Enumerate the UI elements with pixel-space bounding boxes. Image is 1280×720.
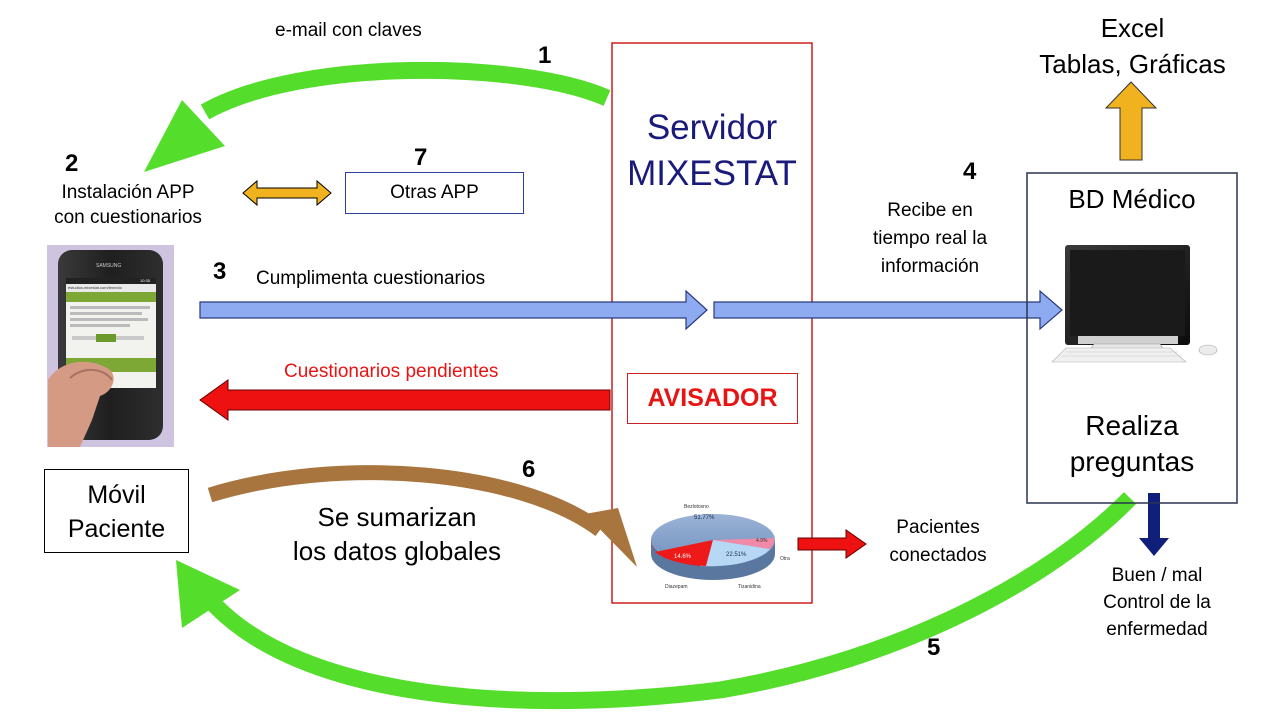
- step-4: 4: [963, 158, 977, 185]
- fill-questionnaire-arrow: [199, 289, 708, 331]
- pie-label-bezlotoxno: Bezlotoxno: [684, 504, 709, 510]
- summary-label: Se sumarizan los datos globales: [262, 500, 532, 568]
- other-apps-double-arrow: [242, 179, 332, 207]
- other-apps-label: Otras APP: [390, 182, 479, 203]
- summary-label-line2: los datos globales: [292, 536, 502, 566]
- receive-label-line1: Recibe en: [887, 200, 973, 221]
- summary-arrow-head: [585, 508, 637, 567]
- server-box: [611, 42, 813, 604]
- server-title: Servidor MIXESTAT: [612, 105, 812, 197]
- email-arrow-head: [144, 100, 225, 172]
- excel-label: Excel Tablas, Gráficas: [1020, 10, 1245, 82]
- summary-label-line1: Se sumarizan: [317, 502, 477, 532]
- questions-arrow-head: [176, 560, 240, 628]
- step-3: 3: [213, 258, 227, 285]
- excel-label-line2: Tablas, Gráficas: [1039, 49, 1226, 79]
- pie-value-diazepam: 14.6%: [674, 554, 692, 560]
- export-excel-arrow: [1104, 81, 1158, 161]
- pie-value-bezlotoxno: 51.77%: [694, 515, 715, 521]
- mobile-patient-box: [44, 469, 189, 553]
- install-label-line2: con cuestionarios: [54, 207, 202, 228]
- install-label: Instalación APP con cuestionarios: [18, 180, 238, 230]
- mobile-patient-line1: Móvil: [87, 481, 146, 509]
- send-to-doctor-arrow: [713, 289, 1063, 331]
- disease-control-line2: Control de la: [1103, 592, 1211, 613]
- pie-label-tizanidina: Tizanidina: [738, 584, 761, 590]
- connected-patients-line1: Pacientes: [896, 517, 980, 538]
- doctor-db-box: [1026, 172, 1238, 504]
- phone-url: estudios.mixestat.com/tenecto: [68, 285, 122, 290]
- connected-patients-arrow: [797, 529, 867, 559]
- pie-label-otra: Otra: [780, 556, 790, 562]
- summary-arrow: [207, 465, 605, 537]
- pie-chart: [650, 514, 775, 580]
- other-apps-box: [345, 172, 524, 214]
- mobile-patient-label: Móvil Paciente: [44, 478, 189, 546]
- pie-value-otra: 4.9%: [756, 538, 768, 544]
- disease-control-arrow: [1139, 493, 1169, 556]
- email-label: e-mail con claves: [275, 20, 422, 41]
- pie-label-diazepam: Diazepam: [665, 584, 688, 590]
- pending-questionnaire-label: Cuestionarios pendientes: [284, 361, 499, 382]
- step-2: 2: [65, 150, 79, 177]
- asks-questions-line1: Realiza: [1085, 410, 1179, 441]
- install-label-line1: Instalación APP: [61, 182, 195, 203]
- receive-label-line2: tiempo real la: [872, 228, 988, 249]
- mobile-patient-line2: Paciente: [67, 515, 166, 543]
- receive-label: Recibe en tiempo real la información: [850, 197, 1010, 281]
- step-6: 6: [522, 456, 536, 483]
- doctor-db-label: BD Médico: [1068, 184, 1196, 214]
- fill-questionnaire-label: Cumplimenta cuestionarios: [256, 268, 486, 289]
- pie-slice-otra: [713, 538, 775, 549]
- email-arrow: [200, 61, 611, 120]
- disease-control-line3: enfermedad: [1106, 619, 1208, 640]
- phone-carrier: SAMSUNG: [96, 263, 122, 269]
- alert-label: AVISADOR: [647, 384, 778, 412]
- disease-control-line1: Buen / mal: [1111, 565, 1203, 586]
- phone-time: 10:35: [140, 278, 151, 283]
- questions-arrow: [203, 492, 1137, 710]
- asks-questions-line2: preguntas: [1069, 446, 1195, 477]
- step-7: 7: [414, 144, 428, 171]
- step-5: 5: [927, 634, 941, 661]
- server-title-line1: Servidor: [646, 108, 778, 147]
- server-title-line2: MIXESTAT: [627, 154, 797, 193]
- alert-box: [627, 373, 798, 424]
- asks-questions-label: Realiza preguntas: [1027, 408, 1237, 480]
- step-1: 1: [538, 42, 552, 69]
- computer-icon: [1051, 245, 1218, 363]
- pending-questionnaire-arrow: [199, 379, 611, 421]
- receive-label-line3: información: [880, 256, 980, 277]
- pie-value-tizanidina: 22.51%: [726, 552, 747, 558]
- excel-label-line1: Excel: [1100, 13, 1165, 43]
- connected-patients-label: Pacientes conectados: [868, 514, 1008, 570]
- phone-image: [47, 245, 174, 447]
- connected-patients-line2: conectados: [889, 545, 987, 566]
- disease-control-label: Buen / mal Control de la enfermedad: [1082, 562, 1232, 643]
